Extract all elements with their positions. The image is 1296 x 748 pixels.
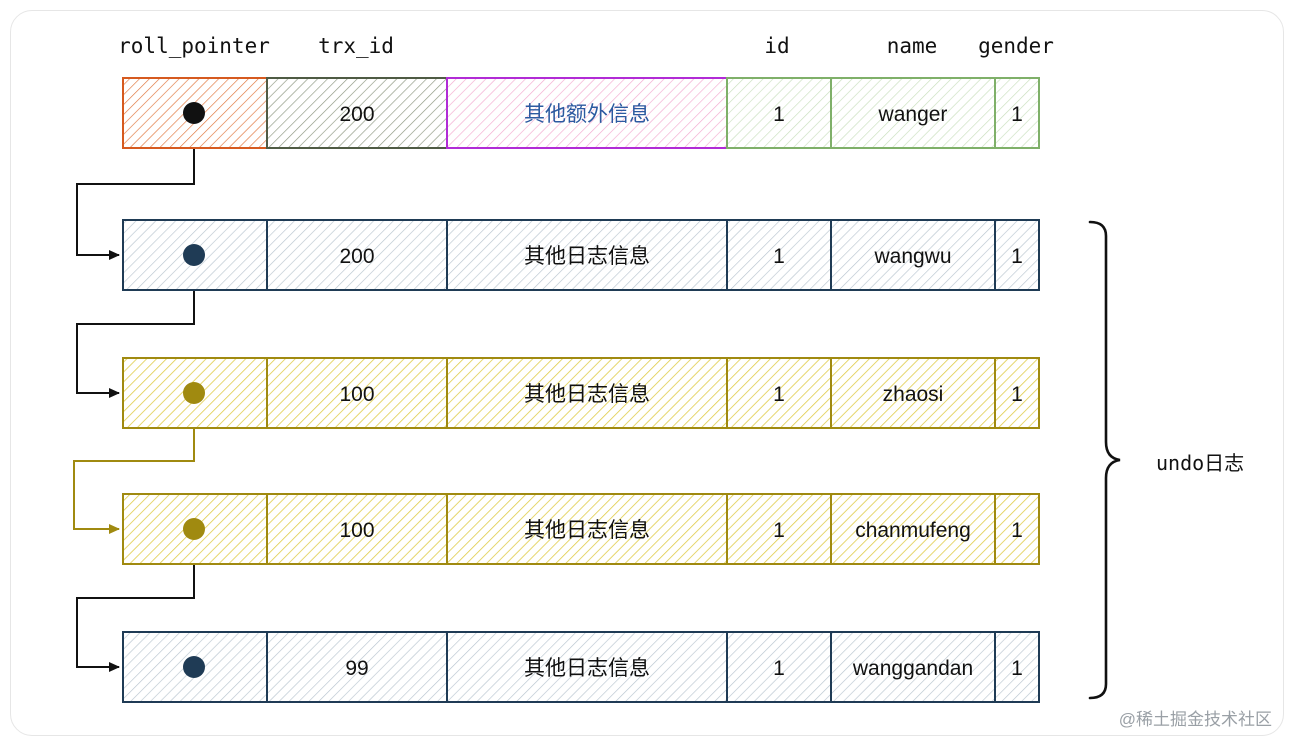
record-trx-id-text: 200: [339, 245, 374, 268]
record-cell-info: [446, 357, 728, 429]
record-cell-trx-id: [266, 631, 448, 703]
column-header-name: name: [886, 34, 938, 58]
version-record-row: 100 其他日志信息 1 chanmufeng 1: [122, 493, 1040, 565]
record-cell-trx-id: [266, 357, 448, 429]
record-cell-info: [446, 77, 728, 149]
record-cell-gender: [994, 219, 1040, 291]
roll-pointer-dot: [183, 102, 205, 124]
record-cell-name: [830, 357, 996, 429]
column-header-roll-pointer: roll_pointer: [118, 34, 270, 58]
record-cell-name: [830, 493, 996, 565]
column-header-id: id: [764, 34, 790, 58]
record-gender-text: 1: [1011, 103, 1023, 126]
undo-log-label: undo日志: [1156, 451, 1245, 475]
version-record-row: 99 其他日志信息 1 wanggandan 1: [122, 631, 1040, 703]
record-cell-id: [726, 77, 832, 149]
record-id-text: 1: [773, 519, 785, 542]
record-gender-text: 1: [1011, 519, 1023, 542]
roll-pointer-arrow: [73, 404, 195, 534]
version-record-row: 100 其他日志信息 1 zhaosi 1: [122, 357, 1040, 429]
record-cell-name: [830, 77, 996, 149]
record-cell-id: [726, 631, 832, 703]
roll-pointer-dot: [183, 382, 205, 404]
roll-pointer-arrow: [76, 124, 195, 260]
record-name-text: chanmufeng: [855, 519, 971, 542]
record-trx-id-text: 100: [339, 519, 374, 542]
record-info-text: 其他额外信息: [524, 103, 650, 126]
record-gender-text: 1: [1011, 245, 1023, 268]
record-info-text: 其他日志信息: [524, 383, 650, 406]
roll-pointer-dot: [183, 656, 205, 678]
record-cell-gender: [994, 631, 1040, 703]
record-name-text: wanger: [878, 103, 948, 126]
record-trx-id-text: 99: [345, 657, 368, 680]
record-cell-gender: [994, 77, 1040, 149]
record-cell-trx-id: [266, 493, 448, 565]
roll-pointer-dot: [183, 518, 205, 540]
record-gender-text: 1: [1011, 657, 1023, 680]
record-cell-info: [446, 219, 728, 291]
undo-log-brace: [1088, 220, 1121, 700]
record-cell-name: [830, 219, 996, 291]
record-cell-gender: [994, 493, 1040, 565]
roll-pointer-connectors: [73, 124, 195, 672]
column-header-gender: gender: [978, 34, 1054, 58]
roll-pointer-arrow: [76, 266, 195, 398]
record-cell-id: [726, 357, 832, 429]
record-name-text: zhaosi: [883, 383, 944, 406]
record-id-text: 1: [773, 103, 785, 126]
record-cell-name: [830, 631, 996, 703]
version-records: 200 其他额外信息 1 wanger 1 200 其他日志信息 1 wangwu 1 100 其他日…: [122, 77, 1040, 703]
record-trx-id-text: 100: [339, 383, 374, 406]
record-info-text: 其他日志信息: [524, 245, 650, 268]
record-cell-trx-id: [266, 219, 448, 291]
record-id-text: 1: [773, 383, 785, 406]
record-info-text: 其他日志信息: [524, 657, 650, 680]
watermark: @稀土掘金技术社区: [1118, 710, 1272, 729]
roll-pointer-arrow: [76, 540, 195, 672]
record-cell-trx-id: [266, 77, 448, 149]
record-id-text: 1: [773, 245, 785, 268]
version-record-row: 200 其他日志信息 1 wangwu 1: [122, 219, 1040, 291]
record-cell-gender: [994, 357, 1040, 429]
record-id-text: 1: [773, 657, 785, 680]
record-name-text: wanggandan: [852, 657, 973, 680]
record-cell-id: [726, 493, 832, 565]
column-header-trx-id: trx_id: [318, 34, 394, 58]
record-info-text: 其他日志信息: [524, 519, 650, 542]
version-record-row: 200 其他额外信息 1 wanger 1: [122, 77, 1040, 149]
record-gender-text: 1: [1011, 383, 1023, 406]
record-trx-id-text: 200: [339, 103, 374, 126]
record-cell-id: [726, 219, 832, 291]
roll-pointer-dot: [183, 244, 205, 266]
record-name-text: wangwu: [873, 245, 951, 268]
